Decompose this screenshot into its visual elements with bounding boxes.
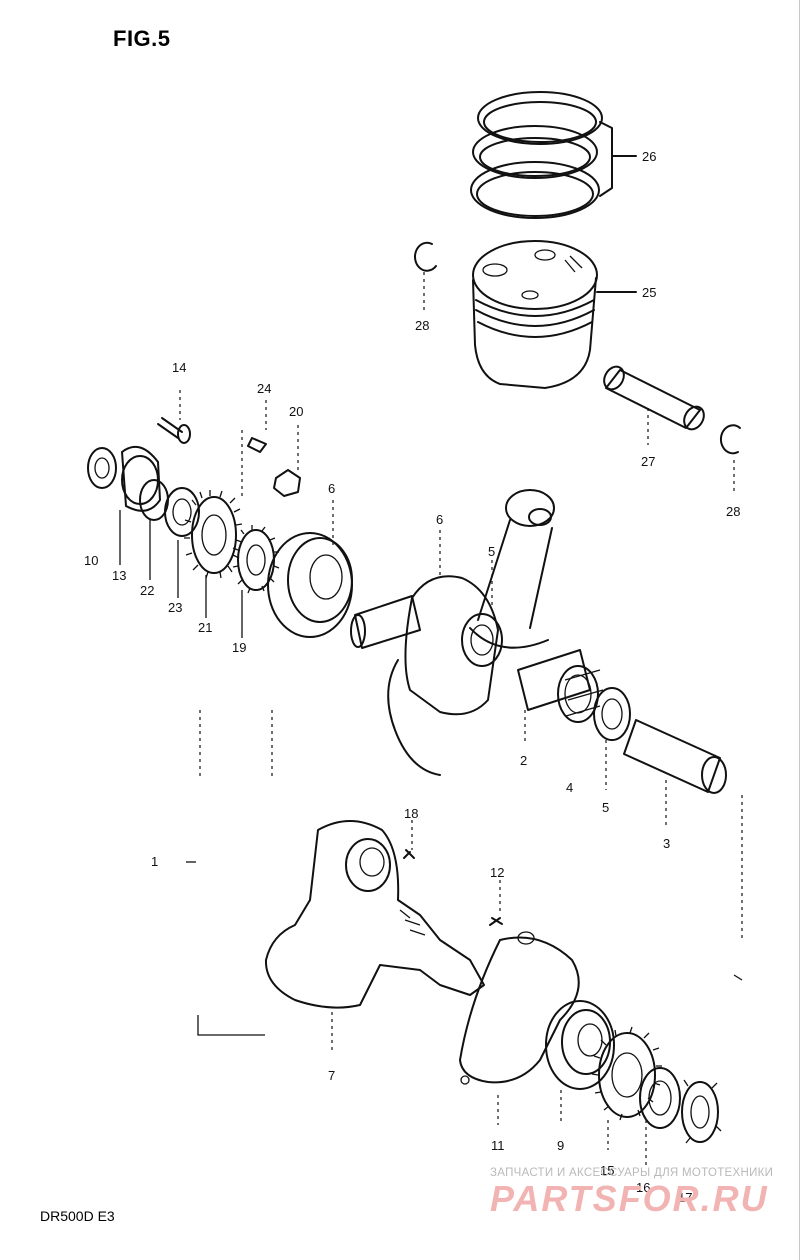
- washer-icon: [87, 447, 117, 489]
- callout-4: 4: [566, 780, 573, 795]
- gear-icon: [232, 525, 280, 594]
- key-icon: [247, 437, 267, 453]
- callout-21: 21: [198, 620, 212, 635]
- crank-pin-icon: [517, 649, 591, 711]
- callout-6b: 6: [436, 512, 443, 527]
- shaft-icon: [623, 719, 727, 794]
- gear-icon: [591, 1026, 662, 1121]
- callout-3: 3: [663, 836, 670, 851]
- callout-20: 20: [289, 404, 303, 419]
- callout-28b: 28: [726, 504, 740, 519]
- nut-icon: [681, 1079, 722, 1144]
- callout-16: 16: [636, 1180, 650, 1195]
- callout-19: 19: [232, 640, 246, 655]
- bearing-icon: [545, 1000, 615, 1090]
- bearing-icon: [461, 613, 503, 667]
- circlip-icon: [719, 424, 741, 495]
- piston-pin-icon: [603, 365, 705, 445]
- callout-27: 27: [641, 454, 655, 469]
- circlip-icon: [414, 241, 437, 312]
- washer-icon: [639, 1067, 681, 1129]
- callout-labels: 26 25 28 27 28 14 24 20 6 6 5 10 13 22 2…: [84, 149, 740, 1205]
- callout-12: 12: [490, 865, 504, 880]
- callout-15: 15: [600, 1163, 614, 1178]
- callout-9: 9: [557, 1138, 564, 1153]
- callout-17: 17: [678, 1190, 692, 1205]
- gear-icon: [184, 490, 243, 579]
- callout-11: 11: [491, 1138, 505, 1153]
- bearing-icon: [267, 532, 353, 638]
- callout-26: 26: [642, 149, 656, 164]
- callout-13: 13: [112, 568, 126, 583]
- callout-22: 22: [140, 583, 154, 598]
- crankshaft-left-half-icon: [264, 820, 485, 1009]
- watermark-subtitle: ЗАПЧАСТИ И АКСЕССУАРЫ ДЛЯ МОТОТЕХНИКИ: [490, 1167, 774, 1179]
- piston-icon: [472, 240, 637, 389]
- callout-18: 18: [404, 806, 418, 821]
- crank-web-icon: [459, 931, 580, 1085]
- piston-rings-icon: [470, 91, 637, 219]
- connecting-rod-icon: [469, 489, 555, 649]
- bolt-icon: [157, 417, 191, 444]
- watermark-logo: PARTSFOR.RU: [490, 1178, 769, 1219]
- bearing-icon: [557, 665, 604, 723]
- callout-5b: 5: [602, 800, 609, 815]
- washer-icon: [593, 687, 631, 741]
- nut-icon: [273, 469, 301, 497]
- crankshaft-right-half-icon: [350, 575, 499, 776]
- callout-1: 1: [151, 854, 158, 869]
- spacer-icon: [139, 479, 200, 537]
- callout-6a: 6: [328, 481, 335, 496]
- assembly-bracket: [197, 1015, 265, 1036]
- callout-23: 23: [168, 600, 182, 615]
- callout-2: 2: [520, 753, 527, 768]
- callout-25: 25: [642, 285, 656, 300]
- bolt-icon: [489, 917, 503, 926]
- callout-28a: 28: [415, 318, 429, 333]
- callout-5a: 5: [488, 544, 495, 559]
- assembly-tick: [733, 974, 743, 981]
- figure-title: FIG.5: [113, 26, 171, 51]
- callout-24: 24: [257, 381, 271, 396]
- callout-14: 14: [172, 360, 186, 375]
- model-code: DR500D E3: [40, 1208, 115, 1224]
- bolt-icon: [403, 849, 415, 859]
- callout-7: 7: [328, 1068, 335, 1083]
- callout-10: 10: [84, 553, 98, 568]
